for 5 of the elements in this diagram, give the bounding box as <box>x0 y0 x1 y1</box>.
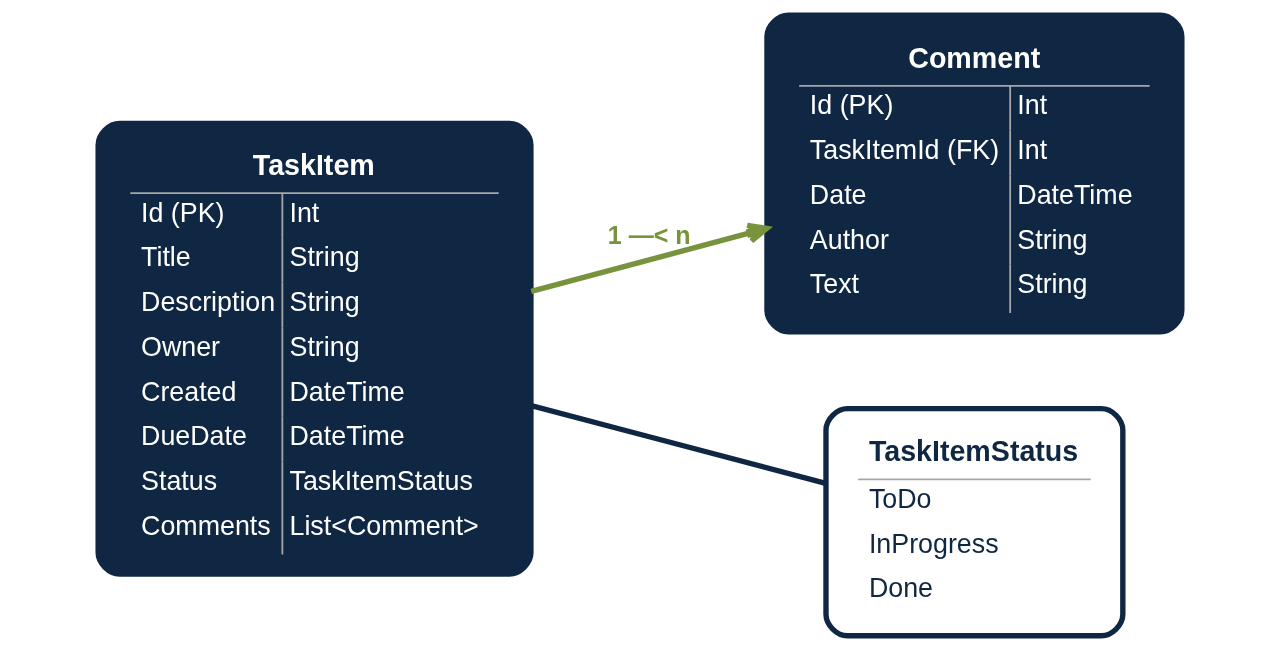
node-box: TaskItemStatus ToDo InProgress Done <box>822 405 1125 639</box>
edge-label: 1 —< n <box>607 220 691 249</box>
connector <box>530 402 826 486</box>
node-box: Comment Id (PK) Int TaskItemId (FK) Int Date DateTime Author String Text String <box>763 12 1185 335</box>
node-box: TaskItem Id (PK) Int Title String Description String Owner String Created DateTime DueDate DateTime Status TaskItemStatus Comments List<Comment> <box>94 120 534 577</box>
